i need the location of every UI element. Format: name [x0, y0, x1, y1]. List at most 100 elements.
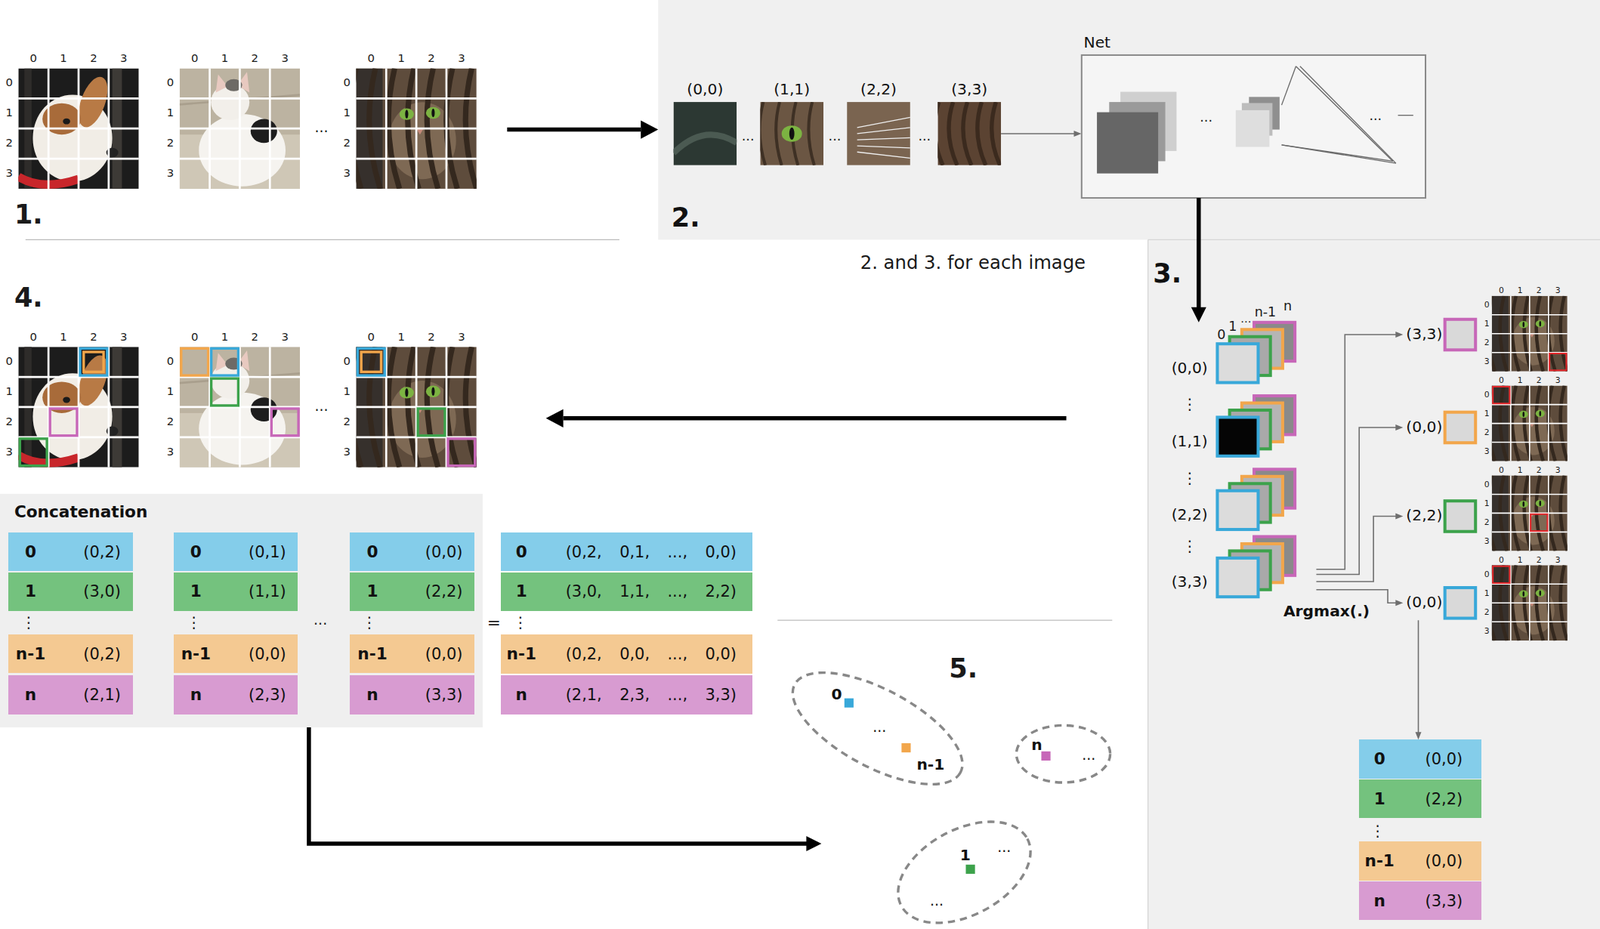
table-row-text: n-1 [357, 644, 387, 664]
connector-line [308, 727, 807, 844]
grid-row-index: 3 [1484, 537, 1490, 547]
connector [1315, 424, 1403, 575]
feature-map [1216, 416, 1258, 456]
cluster: 0... n-1 [791, 671, 964, 786]
patch-outline [211, 378, 239, 406]
grid-column-index: 3 [281, 52, 288, 66]
equals-sign: = [487, 614, 501, 634]
feature-map [1216, 558, 1258, 597]
cluster-text: n-1 [916, 756, 945, 774]
cat-eye [1535, 410, 1545, 418]
grid-line [1491, 512, 1568, 515]
grid-line [268, 346, 272, 467]
grid-line [18, 157, 139, 161]
table-row: n(2,1) [8, 675, 133, 714]
cluster-text: ... [872, 719, 887, 736]
image-patch-text: (3,3) [951, 80, 988, 99]
network-connection [1281, 145, 1397, 164]
tabby-photo [1491, 386, 1568, 462]
table-row: n-1 (0,2) [8, 634, 133, 674]
grid-row-index: 2 [1484, 608, 1490, 618]
feature-map-stack: (0,0) [1168, 322, 1317, 387]
cat-eye [399, 108, 414, 120]
cat-pupil [431, 108, 435, 118]
table-row-text: n-1 [15, 644, 46, 664]
grid-column-index: 0 [1498, 376, 1505, 386]
grid-column-index: 0 [30, 52, 38, 66]
selected-patch-text: (0,0) [1405, 418, 1443, 436]
grid-line [1547, 565, 1550, 641]
grid-row-index: 1 [343, 107, 351, 121]
whisker [857, 117, 911, 128]
grid-row-index: 3 [5, 445, 13, 459]
cat-pupil [404, 388, 408, 397]
image-patch-picture [759, 101, 824, 166]
patch-outline [361, 352, 381, 372]
arrow-head [546, 409, 564, 428]
table-row: 1(2,2) [1359, 779, 1482, 819]
table-row-text: n-1 [506, 644, 537, 664]
panel-background [0, 494, 483, 728]
cat-pupil [431, 386, 435, 396]
step-note: 2. and 3. for each image [860, 253, 1086, 275]
dog-eye [62, 118, 71, 125]
image-patch: (2,2) [846, 77, 911, 166]
feature-map-stack-text: (2,2) [1171, 506, 1208, 524]
grid-row-index: 0 [1484, 390, 1490, 400]
concatenation-panel: Concatenation0(0,2)1(3,0)n-1(0,2)n(2,1)0… [0, 494, 483, 728]
table-row-text: (0,2) [83, 645, 121, 664]
photo-background [179, 68, 300, 189]
cat-pupil [1522, 591, 1526, 597]
table-row-text: (3,3) [425, 685, 464, 705]
arrow-head [1395, 424, 1403, 431]
grid-row-index: 3 [1484, 357, 1490, 367]
grid-column-index: 0 [1498, 286, 1505, 296]
cluster-point [1040, 751, 1051, 761]
selected-square [1445, 587, 1477, 619]
grid-row-index: 3 [343, 166, 351, 180]
network-box-text: Net [1083, 33, 1111, 52]
table-row: 0(0,2, 0,1, ..., 0,0) [500, 532, 752, 572]
connector-line [1315, 334, 1397, 570]
table-row: n(3,3) [1359, 881, 1482, 921]
photo-background [179, 346, 300, 467]
patch-outline [49, 408, 78, 436]
cat-pupil [1538, 410, 1542, 417]
grid-row-index: 2 [1484, 428, 1490, 438]
grid-column-index: 3 [120, 52, 127, 66]
selected-patch-text: (2,2) [1405, 507, 1443, 526]
vertical-ellipsis: ⋮ [512, 614, 529, 633]
table-row-text: 0 [515, 542, 528, 562]
patch-detail [673, 134, 738, 153]
grid-column-index: 2 [1536, 465, 1542, 475]
table-row-text: n [515, 685, 528, 705]
selected-patch: (3,3) [1402, 317, 1477, 353]
image-patch-picture [937, 101, 1001, 166]
grid-row-index: 2 [5, 415, 13, 429]
grid-row-index: 0 [1484, 480, 1490, 490]
connector [1000, 130, 1082, 137]
grid-column-index: 2 [251, 331, 259, 345]
image-patch-picture [846, 101, 911, 166]
max-location-box [1492, 386, 1510, 404]
patch-fill [673, 101, 738, 166]
cat-pupil [789, 127, 795, 140]
grid-row-index: 1 [1484, 499, 1490, 509]
selected-patch: (0,0) [1402, 410, 1477, 445]
table-row-text: n [190, 685, 202, 705]
cat-pupil [1538, 590, 1542, 597]
ellipsis: ... [917, 128, 931, 144]
cluster-text: 0 [831, 685, 843, 704]
vertical-ellipsis: ⋮ [186, 614, 202, 633]
arrow-head [1395, 331, 1403, 338]
cat-pupil [1538, 321, 1542, 327]
grid-row-index: 2 [1484, 518, 1490, 528]
table-row: 1(2,2) [349, 572, 475, 612]
grid-column-index: 2 [1536, 376, 1542, 386]
cluster-point [901, 743, 911, 753]
grid-row-index: 2 [1484, 338, 1490, 348]
channel-index: 0 [1216, 327, 1226, 343]
arrow-head [640, 120, 658, 139]
table-row-text: (2,3) [248, 685, 287, 705]
